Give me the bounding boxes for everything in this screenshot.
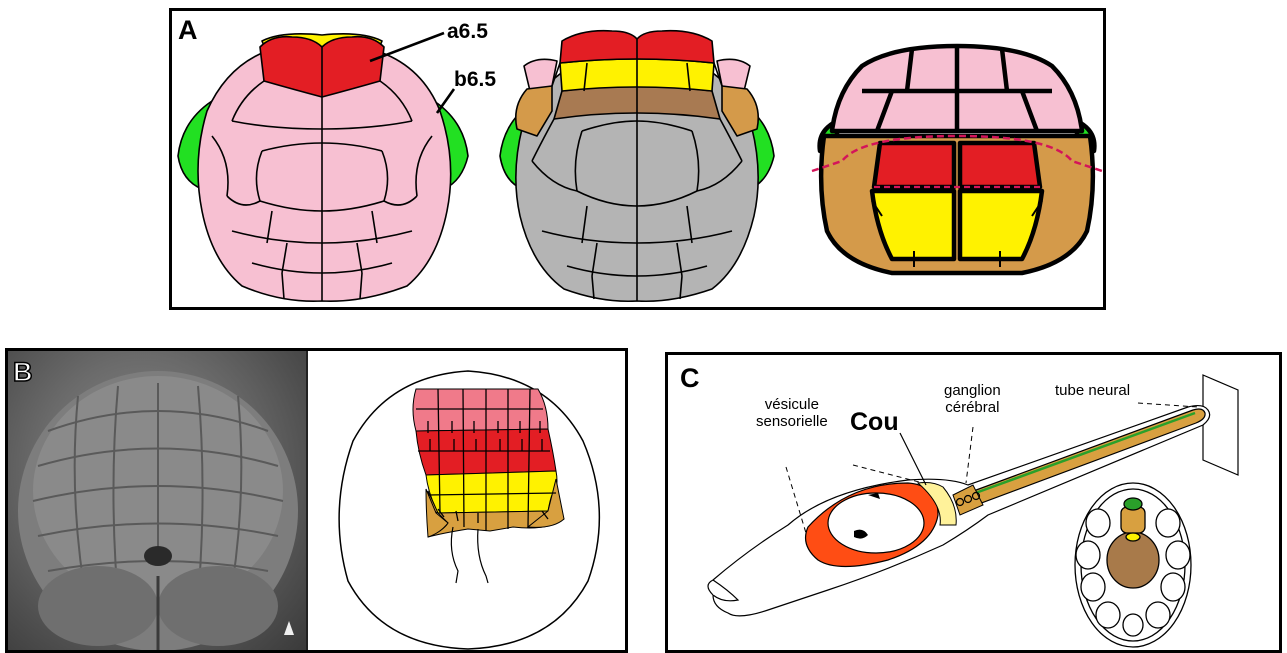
embryo-2 [500, 31, 774, 302]
wall-plane [1203, 375, 1238, 475]
cross-section [1075, 483, 1191, 647]
panel-a-drawings [172, 11, 1103, 307]
schema-embryo-outline [339, 371, 599, 649]
tube-neural-green [970, 413, 1195, 495]
pointer-ganglion [966, 427, 973, 483]
embryo-3-red-right [960, 143, 1040, 187]
label-ganglion-line2: cérébral [944, 400, 1001, 417]
label-ganglion-line1: ganglion [944, 383, 1001, 400]
schema-bands [413, 389, 564, 537]
vesicule-inner [828, 493, 924, 553]
label-ganglion-cerebral: ganglion cérébral [944, 383, 1001, 416]
label-b65: b6.5 [454, 68, 496, 91]
embryo-3-brown-outer [821, 136, 1093, 273]
panel-b: B [5, 348, 628, 653]
embryo-1 [178, 34, 468, 301]
pointer-cou [900, 433, 926, 485]
band-brown-left [426, 489, 448, 537]
embryo-3-red-left [874, 143, 954, 187]
section-yellow [1126, 533, 1140, 541]
sem-embryo-image [8, 351, 306, 650]
schema-tail-lines [451, 527, 488, 583]
embryo-3 [820, 46, 1095, 273]
section-neural-tube [1121, 507, 1145, 533]
sem-photo [8, 351, 306, 650]
label-tube-neural: tube neural [1055, 383, 1130, 400]
schema-cell-lines [416, 389, 556, 531]
label-vesicule-line2: sensorielle [756, 414, 828, 431]
panel-c: C [665, 352, 1282, 653]
panel-b-letter: B [13, 359, 33, 386]
band-brown [428, 491, 564, 537]
section-green [1124, 498, 1142, 510]
band-yellow [426, 471, 557, 513]
label-cou: Cou [850, 409, 899, 437]
label-vesicule-line1: vésicule [756, 397, 828, 414]
label-a65: a6.5 [447, 20, 488, 43]
band-salmon [413, 389, 548, 431]
band-red [416, 429, 556, 475]
schema-ticks [428, 421, 548, 523]
panel-a: A [169, 8, 1106, 310]
panel-b-divider [306, 351, 308, 650]
label-vesicule-sensorielle: vésicule sensorielle [756, 397, 828, 430]
band-brown-right [528, 479, 564, 527]
